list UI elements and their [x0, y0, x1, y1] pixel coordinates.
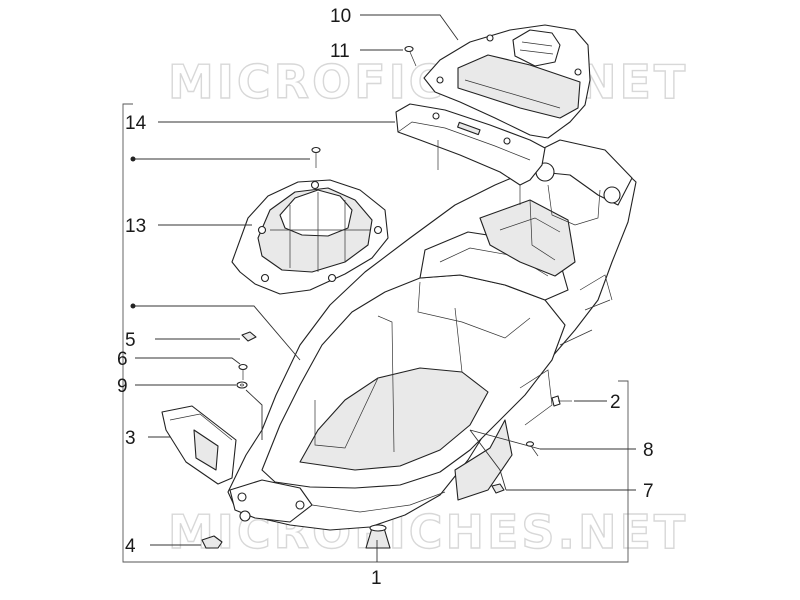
screw-part-6[interactable]: [238, 363, 248, 381]
clip-part-4[interactable]: [201, 535, 223, 549]
leader-10: [360, 14, 459, 41]
screw-part-8[interactable]: [525, 441, 539, 457]
callout-4: 4: [125, 536, 136, 557]
washer-part-9[interactable]: [236, 381, 248, 389]
clip-part-5[interactable]: [241, 331, 257, 342]
callout-11: 11: [330, 41, 350, 62]
helmet-compartment-part[interactable]: [227, 139, 637, 549]
group-bracket-left: [122, 103, 373, 563]
leader-9-panel: [245, 389, 263, 440]
leader-7-8-split: [469, 429, 541, 491]
side-panel-part[interactable]: [161, 405, 237, 485]
callout-8: 8: [643, 440, 654, 461]
leader-6: [135, 357, 241, 365]
callout-2: 2: [610, 392, 621, 413]
callout-6: 6: [117, 349, 128, 370]
callout-10: 10: [330, 6, 351, 27]
screw-part-11[interactable]: [404, 45, 417, 67]
pin-part-2[interactable]: [551, 395, 572, 407]
callout-9: 9: [117, 376, 128, 397]
rear-cover-part[interactable]: [423, 24, 591, 139]
screw-part-liner[interactable]: [311, 146, 321, 169]
callout-1: 1: [371, 568, 382, 589]
callout-5: 5: [125, 330, 136, 351]
callout-7: 7: [643, 481, 654, 502]
leader-dot-liner-screw: [130, 156, 136, 162]
callout-3: 3: [125, 428, 136, 449]
callout-14: 14: [125, 113, 147, 134]
cross-rail-part[interactable]: [395, 103, 546, 205]
clip-part-7[interactable]: [491, 483, 505, 494]
group-bracket-right: [373, 380, 629, 563]
helmet-liner-part[interactable]: [231, 179, 389, 295]
leader-dot-compartment: [130, 303, 136, 309]
callout-13: 13: [125, 216, 146, 237]
leader-compartment: [133, 305, 301, 361]
